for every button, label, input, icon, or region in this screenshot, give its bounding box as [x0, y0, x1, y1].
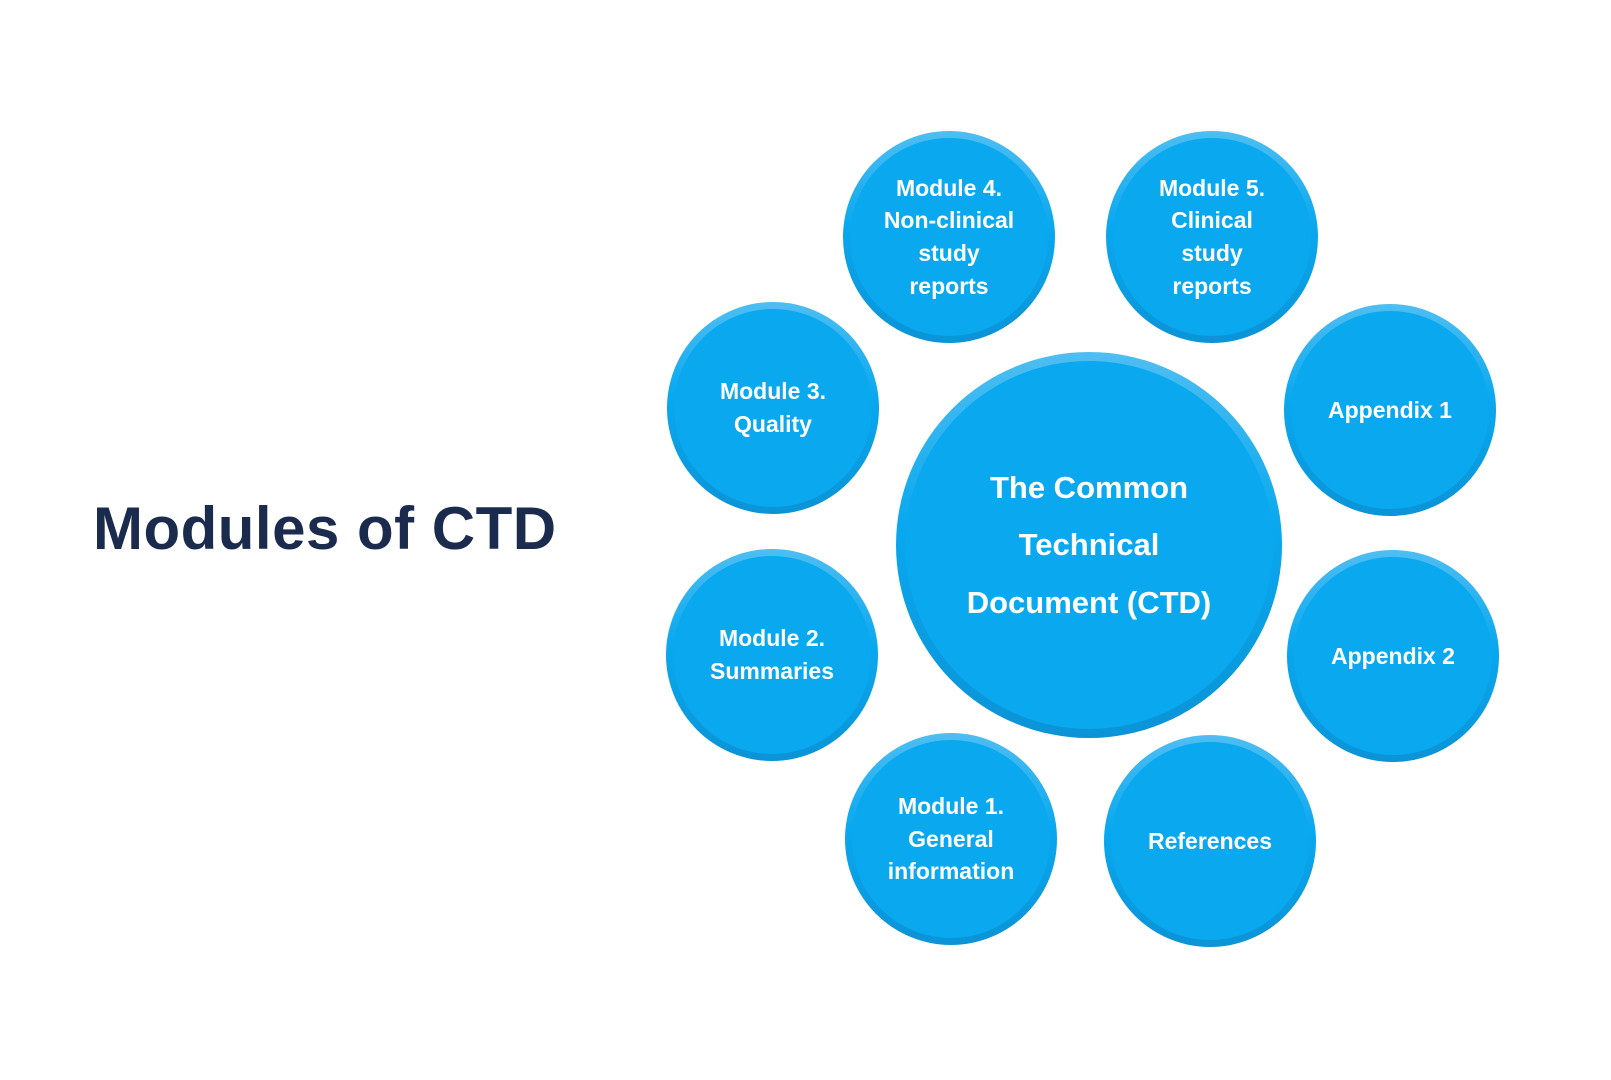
page-title: Modules of CTD — [93, 495, 557, 562]
circle-module-3: Module 3. Quality — [667, 302, 879, 514]
circle-module-2-label: Module 2. Summaries — [709, 625, 834, 684]
circle-module-1: Module 1. General information — [845, 733, 1057, 945]
circle-appendix-2-label: Appendix 2 — [1331, 642, 1455, 669]
circle-module-4: Module 4. Non-clinical study reports — [843, 131, 1055, 343]
circle-inner: Module 5. Clinical study reports — [1113, 138, 1311, 336]
circle-inner: Module 3. Quality — [674, 309, 872, 507]
circle-references: References — [1104, 735, 1316, 947]
circle-module-5: Module 5. Clinical study reports — [1106, 131, 1318, 343]
circle-module-4-label: Module 4. Non-clinical study reports — [883, 174, 1015, 299]
circle-inner: References — [1111, 742, 1309, 940]
circle-inner: Module 2. Summaries — [673, 556, 871, 754]
circle-inner: Appendix 2 — [1294, 557, 1492, 755]
circle-appendix-2: Appendix 2 — [1287, 550, 1499, 762]
circle-inner: Module 1. General information — [852, 740, 1050, 938]
circle-appendix-1: Appendix 1 — [1284, 304, 1496, 516]
circle-appendix-1-label: Appendix 1 — [1328, 396, 1452, 423]
circle-inner: Appendix 1 — [1291, 311, 1489, 509]
circle-center-label: The Common Technical Document (CTD) — [966, 469, 1212, 620]
circle-center-inner: The Common Technical Document (CTD) — [905, 361, 1273, 729]
circle-inner: Module 4. Non-clinical study reports — [850, 138, 1048, 336]
circle-center-ctd: The Common Technical Document (CTD) — [896, 352, 1282, 738]
circle-module-2: Module 2. Summaries — [666, 549, 878, 761]
circle-module-1-label: Module 1. General information — [887, 793, 1015, 885]
circle-references-label: References — [1147, 827, 1273, 854]
circle-module-5-label: Module 5. Clinical study reports — [1158, 174, 1266, 299]
circle-module-3-label: Module 3. Quality — [719, 378, 827, 437]
